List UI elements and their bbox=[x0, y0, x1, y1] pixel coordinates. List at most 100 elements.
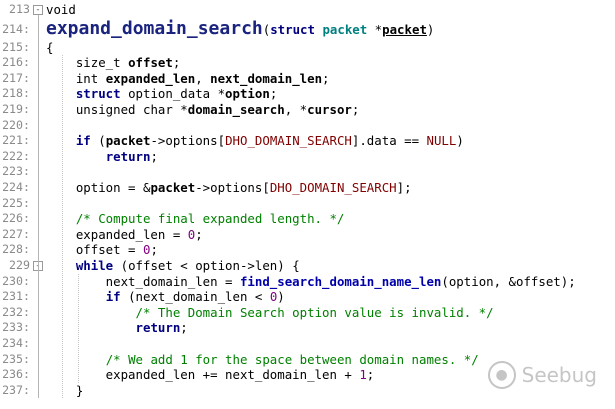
code-line[interactable]: 217: int expanded_len, next_domain_len; bbox=[0, 71, 615, 87]
code-token: /* Compute final expanded length. */ bbox=[75, 211, 345, 227]
line-number: 236: bbox=[2, 367, 30, 382]
code-token: ; bbox=[150, 242, 158, 258]
code-text: return; bbox=[46, 320, 188, 336]
line-number: 217: bbox=[2, 70, 30, 85]
code-line[interactable]: 232: /* The Domain Search option value i… bbox=[0, 305, 615, 321]
code-token: next_domain_len = bbox=[46, 273, 240, 289]
code-token: DHO_DOMAIN_SEARCH bbox=[269, 180, 397, 195]
code-token: 0 bbox=[269, 289, 278, 305]
code-token: packet bbox=[105, 133, 151, 149]
code-text: int expanded_len, next_domain_len; bbox=[46, 71, 330, 87]
code-line[interactable]: 220: bbox=[0, 118, 615, 134]
code-text: /* We add 1 for the space between domain… bbox=[46, 352, 479, 368]
code-text: } bbox=[46, 383, 83, 399]
code-token: packet bbox=[322, 21, 368, 37]
code-token: /* The Domain Search option value is inv… bbox=[135, 304, 494, 320]
code-token: ( bbox=[262, 21, 271, 37]
code-line[interactable]: 224: option = &packet->options[DHO_DOMAI… bbox=[0, 180, 615, 196]
code-line[interactable]: 236: expanded_len += next_domain_len + 1… bbox=[0, 367, 615, 383]
code-token: offset = bbox=[46, 242, 143, 258]
code-token bbox=[46, 86, 76, 101]
code-token: ]; bbox=[396, 180, 412, 195]
line-number: 226: bbox=[2, 211, 30, 226]
code-token: NULL bbox=[426, 133, 457, 149]
line-number: 228: bbox=[2, 242, 30, 257]
code-token: packet bbox=[150, 180, 196, 195]
code-line[interactable]: 223: bbox=[0, 164, 615, 180]
code-line[interactable]: 235: /* We add 1 for the space between d… bbox=[0, 352, 615, 368]
code-token bbox=[46, 71, 76, 86]
code-token: 0 bbox=[142, 242, 151, 258]
code-text: void bbox=[46, 2, 76, 18]
code-token bbox=[46, 211, 76, 226]
code-token: ; bbox=[195, 226, 203, 242]
code-token: expanded_len bbox=[105, 70, 196, 86]
line-number: 221: bbox=[2, 133, 30, 148]
code-token: expanded_len = bbox=[46, 226, 188, 242]
code-token: packet bbox=[382, 21, 427, 37]
code-line[interactable]: 231: if (next_domain_len < 0) bbox=[0, 289, 615, 305]
code-token: if bbox=[75, 133, 91, 149]
line-number: 235: bbox=[2, 351, 30, 366]
fold-toggle-icon[interactable]: - bbox=[33, 5, 43, 15]
code-token: next_domain_len bbox=[210, 70, 323, 86]
code-text: option = &packet->options[DHO_DOMAIN_SEA… bbox=[46, 180, 412, 196]
code-token: DHO_DOMAIN_SEARCH bbox=[225, 133, 352, 149]
seebug-logo-icon: ● bbox=[487, 361, 516, 389]
code-line[interactable]: 222: return; bbox=[0, 149, 615, 165]
code-token: struct bbox=[270, 21, 315, 37]
code-line[interactable]: 221: if (packet->options[DHO_DOMAIN_SEAR… bbox=[0, 133, 615, 149]
code-line[interactable]: 215:{ bbox=[0, 40, 615, 56]
code-token bbox=[46, 289, 106, 304]
code-line[interactable]: 237: } bbox=[0, 383, 615, 399]
code-token: cursor bbox=[307, 102, 352, 117]
code-text: size_t offset; bbox=[46, 55, 180, 71]
fold-guide bbox=[38, 15, 39, 399]
line-number: 215: bbox=[2, 39, 30, 54]
code-text: while (offset < option->len) { bbox=[46, 258, 300, 274]
code-line[interactable]: 214: expand_domain_search(struct packet *… bbox=[0, 18, 615, 40]
code-text: struct option_data *option; bbox=[46, 86, 277, 102]
indent-guide bbox=[62, 55, 63, 399]
code-line[interactable]: 213-void bbox=[0, 2, 615, 18]
code-line[interactable]: 230: next_domain_len = find_search_domai… bbox=[0, 274, 615, 290]
code-text: /* The Domain Search option value is inv… bbox=[46, 305, 494, 321]
code-token bbox=[46, 258, 76, 273]
code-line[interactable]: 233: return; bbox=[0, 320, 615, 336]
watermark: ● Seebug bbox=[487, 361, 597, 389]
code-line[interactable]: 228: offset = 0; bbox=[0, 242, 615, 258]
line-number: 218: bbox=[2, 86, 30, 101]
line-number-gutter bbox=[0, 0, 32, 409]
code-token bbox=[46, 55, 76, 70]
code-text: expand_domain_search(struct packet *pack… bbox=[46, 18, 434, 41]
code-token: ->options[ bbox=[150, 133, 226, 149]
code-text: offset = 0; bbox=[46, 242, 158, 258]
watermark-text: Seebug bbox=[521, 363, 597, 387]
code-token: (next_domain_len < bbox=[120, 289, 270, 305]
code-line[interactable]: 219: unsigned char *domain_search, *curs… bbox=[0, 102, 615, 118]
code-token: if bbox=[105, 289, 121, 305]
code-token: } bbox=[46, 382, 84, 398]
code-line[interactable]: 227: expanded_len = 0; bbox=[0, 227, 615, 243]
code-line[interactable]: 225: bbox=[0, 196, 615, 212]
code-token bbox=[46, 305, 136, 320]
code-text: next_domain_len = find_search_domain_nam… bbox=[46, 274, 576, 290]
line-number: 223: bbox=[2, 164, 30, 179]
line-number: 232: bbox=[2, 304, 30, 319]
code-line[interactable]: 229- while (offset < option->len) { bbox=[0, 258, 615, 274]
code-line[interactable]: 218: struct option_data *option; bbox=[0, 86, 615, 102]
code-line[interactable]: 216: size_t offset; bbox=[0, 55, 615, 71]
code-token: offset bbox=[128, 55, 173, 71]
code-line[interactable]: 226: /* Compute final expanded length. *… bbox=[0, 211, 615, 227]
line-number: 233: bbox=[2, 320, 30, 335]
code-token: expand_domain_search bbox=[46, 17, 263, 39]
code-line[interactable]: 234: bbox=[0, 336, 615, 352]
code-text: expanded_len = 0; bbox=[46, 227, 203, 243]
line-number: 219: bbox=[2, 102, 30, 116]
code-token: ) bbox=[277, 289, 285, 305]
code-token: ; bbox=[269, 86, 278, 102]
code-token: (offset < option->len) { bbox=[113, 258, 300, 273]
line-number: 214: bbox=[2, 21, 30, 36]
line-number: 229 bbox=[9, 258, 30, 272]
